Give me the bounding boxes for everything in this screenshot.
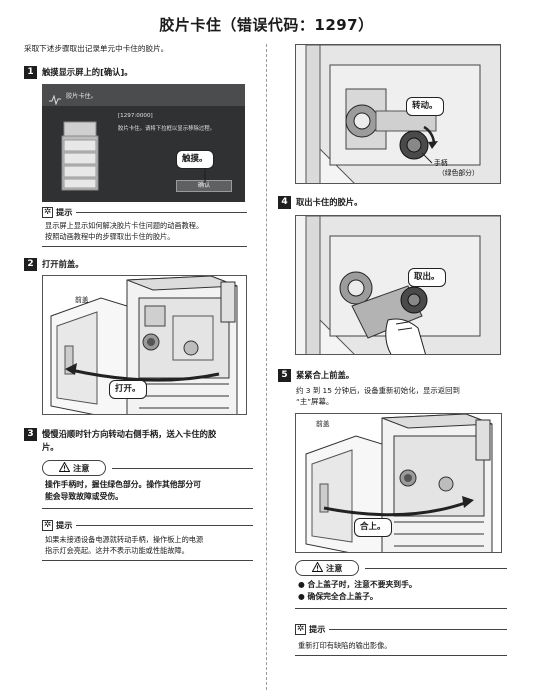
callout-remove: 取出。: [408, 268, 446, 287]
step-text: 慢慢沿顺时针方向转动右侧手柄，送入卡住的胶 片。: [42, 428, 216, 454]
caution-label: 注意: [326, 563, 343, 573]
screen-message: 胶片卡住。请将下拉框以显示移除过程。: [118, 126, 216, 132]
screen-header: [42, 84, 245, 106]
figure-screen: 胶片卡住。 [1297:0000] 胶片卡住。请将下拉框以显示移除过程。 确认 …: [42, 84, 245, 202]
hint-rule: [329, 628, 507, 630]
label-front-cover: 前盖: [75, 296, 89, 304]
pointer-line: [200, 168, 210, 187]
step-5: 5 紧紧合上前盖。: [278, 369, 354, 382]
hint-line-1: 重新打印有缺陷的输出影像。: [298, 641, 392, 650]
step-5-description: 约 3 到 15 分钟后，设备重新初始化，显示返回到 “主”屏幕。: [296, 385, 506, 407]
caution-1-header: 注意: [42, 460, 253, 476]
caution-1-bottom-rule: [42, 508, 253, 509]
caution-badge: 注意: [295, 560, 360, 576]
hint-3-header: ✲ 提示: [295, 623, 507, 635]
hint-icon: ✲: [42, 519, 53, 531]
warning-icon: [58, 461, 71, 474]
step-1: 1 触摸显示屏上的[确认]。: [24, 66, 133, 79]
hint-label: 提示: [56, 207, 73, 217]
step-number: 4: [278, 196, 291, 209]
hint-1-bottom-rule: [42, 246, 247, 247]
step-text-line-2: 片。: [42, 442, 59, 452]
step-2: 2 打开前盖。: [24, 258, 84, 271]
hint-2-header: ✲ 提示: [42, 519, 253, 531]
caution-2-header: 注意: [295, 560, 507, 576]
caution-line-2: 能会导致故障或受伤。: [45, 492, 123, 501]
step-text: 取出卡住的胶片。: [296, 197, 363, 207]
caution-badge: 注意: [42, 460, 107, 476]
step-text-line-1: 慢慢沿顺时针方向转动右侧手柄，送入卡住的胶: [42, 429, 217, 439]
label-handle: 手柄: [434, 159, 448, 167]
handle-illustration: [296, 45, 500, 183]
step-number: 3: [24, 428, 37, 441]
label-front-cover: 前盖: [316, 420, 330, 428]
hint-line-1: 显示屏上显示如何解决胶片卡住问题的动画教程。: [45, 221, 204, 230]
intro-text: 采取下述步骤取出记录单元中卡住的胶片。: [24, 44, 169, 53]
hint-label: 提示: [309, 624, 326, 634]
printer-open-illustration: [43, 276, 246, 414]
caution-line-1: 操作手柄时，握住绿色部分。操作其他部分可: [45, 480, 201, 489]
caution-rule: [112, 467, 253, 469]
caution-2-bottom-rule: [295, 608, 507, 609]
hint-rule: [76, 524, 253, 526]
hint-1-body: 显示屏上显示如何解决胶片卡住问题的动画教程。 按照动画教程中的步骤取出卡住的胶片…: [45, 220, 250, 242]
step-text: 触摸显示屏上的[确认]。: [42, 67, 133, 77]
hint-icon: ✲: [295, 623, 306, 635]
step-3: 3 慢慢沿顺时针方向转动右侧手柄，送入卡住的胶 片。: [24, 428, 260, 454]
hint-icon: ✲: [42, 206, 53, 218]
device-illustration: [60, 120, 100, 196]
hint-1-header: ✲ 提示: [42, 206, 247, 218]
caution-item-2: ● 确保完全合上盖子。: [298, 592, 378, 601]
figure-turn-handle: 转动。 手柄 （绿色部分）: [295, 44, 501, 184]
hint-label: 提示: [56, 520, 73, 530]
caution-rule: [365, 567, 507, 569]
screen-code: [1297:0000]: [118, 113, 153, 119]
figure-remove-film: 取出。: [295, 215, 501, 355]
touch-screen: 胶片卡住。 [1297:0000] 胶片卡住。请将下拉框以显示移除过程。 确认: [42, 84, 245, 202]
hint-line-2: 指示灯会亮起。这并不表示功能或性能故障。: [45, 546, 189, 555]
desc-line-1: 约 3 到 15 分钟后，设备重新初始化，显示返回到: [296, 386, 460, 395]
remove-film-illustration: [296, 216, 500, 354]
warning-icon: [311, 561, 324, 574]
callout-close: 合上。: [354, 518, 392, 537]
callout-touch: 触摸。: [176, 150, 214, 169]
caution-2-body: ● 合上盖子时，注意不要夹到手。 ● 确保完全合上盖子。: [298, 579, 508, 603]
screen-ok-button[interactable]: 确认: [176, 180, 232, 192]
caution-1-body: 操作手柄时，握住绿色部分。操作其他部分可 能会导致故障或受伤。: [45, 479, 255, 503]
callout-turn: 转动。: [406, 97, 444, 116]
callout-open: 打开。: [109, 380, 147, 399]
figure-close-cover: 前盖 合上。: [295, 413, 502, 553]
step-text: 打开前盖。: [42, 259, 84, 269]
step-4: 4 取出卡住的胶片。: [278, 196, 362, 209]
label-handle-green: （绿色部分）: [438, 169, 479, 177]
hint-3-bottom-rule: [295, 655, 507, 656]
hint-line-2: 按照动画教程中的步骤取出卡住的胶片。: [45, 232, 175, 241]
step-number: 1: [24, 66, 37, 79]
wave-icon: [49, 90, 61, 109]
desc-line-2: “主”屏幕。: [296, 397, 334, 406]
caution-label: 注意: [73, 463, 90, 473]
figure-open-cover: 前盖 打开。: [42, 275, 247, 415]
hint-2-bottom-rule: [42, 560, 253, 561]
column-divider: [266, 44, 267, 690]
step-number: 5: [278, 369, 291, 382]
step-number: 2: [24, 258, 37, 271]
hint-line-1: 如果未接通设备电源就转动手柄，操作板上的电源: [45, 535, 204, 544]
step-text: 紧紧合上前盖。: [296, 370, 355, 380]
hint-2-body: 如果未接通设备电源就转动手柄，操作板上的电源 指示灯会亮起。这并不表示功能或性能…: [45, 534, 256, 556]
hint-rule: [76, 211, 247, 213]
printer-close-illustration: [296, 414, 501, 552]
caution-item-1: ● 合上盖子时，注意不要夹到手。: [298, 580, 417, 589]
screen-title: 胶片卡住。: [66, 93, 97, 100]
page-title: 胶片卡住（错误代码：1297）: [159, 16, 374, 34]
hint-3-body: 重新打印有缺陷的输出影像。: [298, 640, 508, 651]
